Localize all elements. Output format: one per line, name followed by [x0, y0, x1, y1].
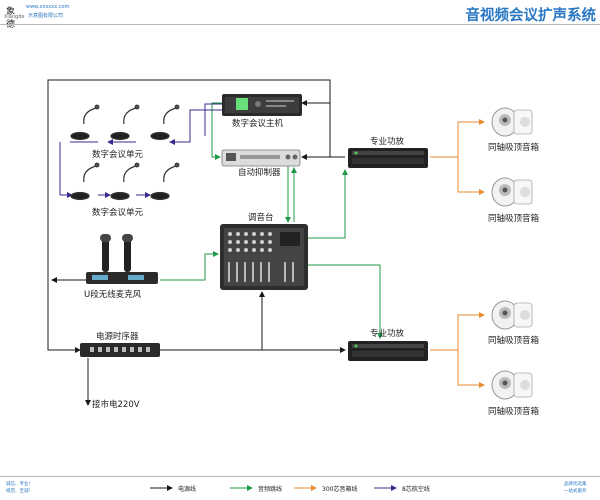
audio-lines — [160, 102, 383, 339]
company-logo: 象德 — [6, 7, 16, 30]
legend-speaker: 300芯音箱线 — [322, 486, 358, 493]
footer-left-2: 规范、至诚！ — [6, 489, 33, 494]
company-url: www.xxxxxx.com — [26, 4, 70, 10]
power-sequencer-device — [80, 343, 160, 357]
label-amp-top: 专业功放 — [370, 137, 405, 147]
conference-units-bottom — [70, 162, 180, 201]
speaker-line-1 — [430, 119, 485, 158]
speaker-line-4 — [457, 350, 485, 388]
footer-divider — [0, 476, 600, 477]
aviation-line-host-units — [169, 109, 222, 145]
label-speaker-2: 同轴吸顶音箱 — [488, 214, 540, 224]
legend-power: 电源线 — [178, 486, 197, 493]
label-conf-unit-bottom: 数字会议单元 — [92, 208, 144, 218]
label-speaker-3: 同轴吸顶音箱 — [488, 336, 540, 346]
suppressor-device — [221, 149, 301, 167]
wireless-mic-device — [86, 234, 158, 284]
legend-aviation: 8芯航空线 — [402, 486, 430, 493]
footer-right-2: 一站式服务 — [564, 489, 587, 494]
label-power-sequencer: 电源时序器 — [96, 332, 139, 342]
label-amp-bottom: 专业功放 — [370, 329, 405, 339]
company-name: 示意图有限公司 — [28, 13, 64, 19]
legend-audio: 音频跳线 — [258, 486, 283, 493]
speaker-1-icon — [491, 107, 533, 137]
mixer-device — [220, 224, 308, 290]
speaker-2-icon — [491, 177, 533, 207]
label-suppressor: 自动抑制器 — [238, 168, 281, 178]
label-speaker-4: 同轴吸顶音箱 — [488, 407, 540, 417]
label-conf-host: 数字会议主机 — [232, 119, 284, 129]
header-divider — [0, 24, 600, 25]
aviation-lines — [59, 103, 222, 198]
audio-line-host-supp — [211, 102, 222, 160]
label-mixer: 调音台 — [248, 213, 274, 223]
speaker-line-3 — [430, 312, 485, 351]
speaker-4-icon — [491, 370, 533, 400]
label-speaker-1: 同轴吸顶音箱 — [488, 143, 540, 153]
amp-bottom-device — [348, 341, 428, 361]
amp-top-device — [348, 148, 428, 168]
conference-host-device — [222, 94, 302, 116]
speaker-3-icon — [491, 300, 533, 330]
speaker-lines — [430, 119, 485, 388]
speaker-line-2 — [457, 157, 485, 195]
label-mains: 接市电220V — [92, 400, 140, 410]
audio-line-mixer-amp-bottom — [308, 264, 381, 336]
label-wireless-mic: U段无线麦克风 — [84, 290, 142, 300]
company-logo-sub: Xiangde — [4, 14, 25, 20]
footer-right-1: 品牌优选集 — [564, 482, 587, 487]
audio-line-mic-mixer — [160, 251, 219, 281]
label-conf-unit-top: 数字会议单元 — [92, 150, 144, 160]
page-title: 音视频会议扩声系统 — [465, 8, 597, 24]
conference-units-top — [70, 104, 180, 141]
audio-line-mixer-amp-top — [308, 172, 346, 239]
footer-left-1: 诚信、专业！ — [6, 482, 33, 487]
